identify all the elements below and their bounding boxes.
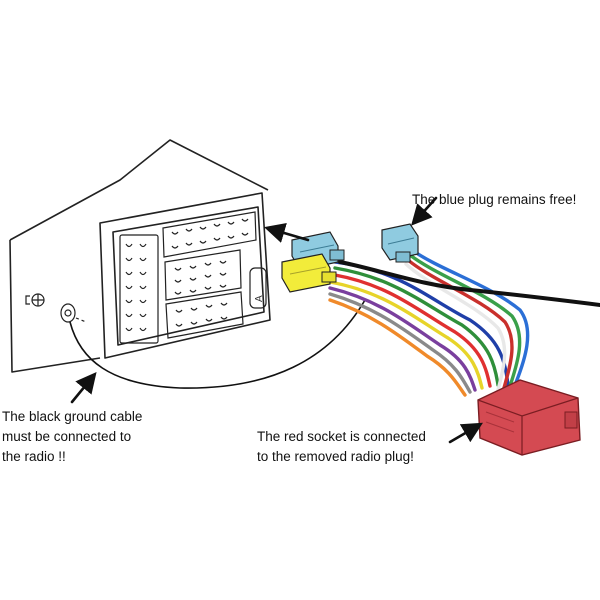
radio-connector-lower-bank (165, 291, 244, 339)
arrow-icon (411, 196, 438, 226)
callout-line: must be connected to (2, 429, 132, 444)
callout-line: The red socket is connected (257, 429, 426, 444)
ground-lug-icon (60, 303, 87, 323)
callout-blue-plug: The blue plug remains free! (412, 190, 576, 210)
black-cable (338, 260, 600, 307)
callout-line: The blue plug remains free! (412, 192, 577, 207)
yellow-plug (281, 253, 337, 293)
radio-connector-upper-bank (162, 211, 257, 258)
callout-line: the radio !! (2, 449, 66, 464)
radio-connector-left-bank (119, 234, 159, 344)
ground-wire (69, 299, 366, 389)
wire-bundle (328, 248, 530, 397)
red-socket (477, 379, 581, 456)
arrow-icon (70, 371, 97, 404)
arrow-icon (448, 422, 483, 444)
radio-connector-middle-bank (164, 249, 242, 301)
connector-slot-letter: A (254, 295, 265, 302)
callout-line: The black ground cable (2, 409, 143, 424)
blue-plug-free (381, 223, 419, 263)
callout-red-socket: The red socket is connected to the remov… (257, 427, 426, 467)
radio-unit (9, 139, 271, 373)
arrow-icon (264, 222, 310, 243)
radio-connector-slot: A (249, 267, 267, 309)
callout-ground-cable: The black ground cable must be connected… (2, 407, 142, 467)
screw-icon (25, 293, 45, 307)
callout-line: to the removed radio plug! (257, 449, 414, 464)
